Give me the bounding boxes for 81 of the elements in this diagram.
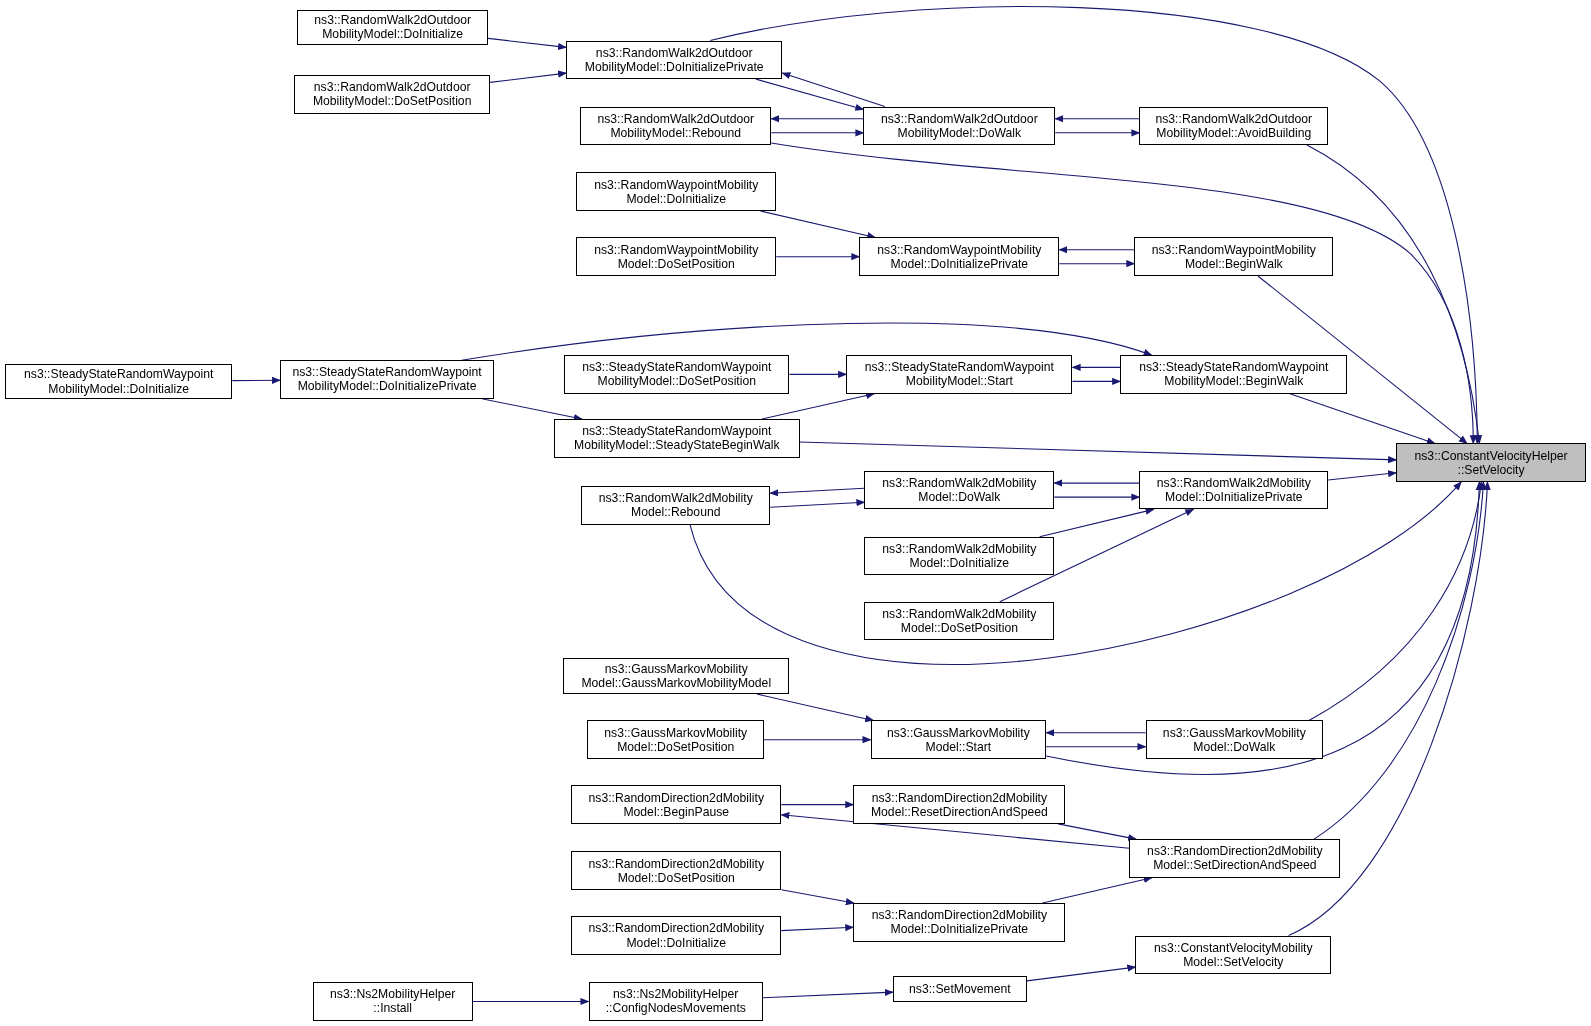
call-arrow [487,37,568,51]
function-box: ns3::Ns2MobilityHelper ::Install [312,982,473,1021]
function-box: ns3::SetMovement [892,976,1027,1003]
function-box: ns3::ConstantVelocityMobility Model::SetVelocity [1135,935,1332,975]
function-box: ns3::SteadyStateRandomWaypoint MobilityModel::BeginWalk [1120,355,1348,394]
function-box: ns3::RandomWaypointMobility Model::DoInitialize [576,172,777,212]
call-arrow [1306,144,1482,445]
function-box: ns3::RandomWalk2dOutdoor MobilityModel::DoSetPosition [294,75,491,114]
call-arrow [1053,493,1141,501]
function-box: ns3::RandomWaypointMobility Model::DoInitializePrivate [859,237,1060,276]
call-arrow [1045,481,1483,776]
call-arrow [1026,964,1137,982]
call-arrow [1071,363,1121,371]
call-arrow [769,487,866,497]
function-box: ns3::RandomWalk2dOutdoor MobilityModel::AvoidBuilding [1139,106,1329,146]
function-box: ns3::RandomDirection2dMobility Model::SetDirectionAndSpeed [1129,839,1341,878]
call-arrow [769,499,866,508]
call-arrow [799,441,1398,464]
call-arrow [755,78,865,111]
function-box: ns3::RandomWalk2dMobility Model::DoInitializePrivate [1139,470,1329,510]
call-arrow [1045,743,1147,751]
function-box: ns3::SteadyStateRandomWaypoint MobilityModel::DoInitialize [5,364,233,399]
call-arrow [1071,377,1122,385]
call-arrow [1058,260,1136,268]
call-arrow [780,924,855,932]
function-box: ns3::RandomWalk2dMobility Model::DoWalk [864,470,1055,510]
function-box: ns3::RandomWalk2dMobility Model::Rebound [581,486,771,525]
call-arrow [1053,479,1140,487]
function-box: ns3::GaussMarkovMobility Model::Start [870,720,1047,759]
function-box: ns3::RandomWalk2dOutdoor MobilityModel::DoInitializePrivate [566,40,783,80]
call-arrow [762,988,894,999]
function-box: ns3::RandomWaypointMobility Model::BeginWalk [1134,237,1334,276]
function-box: ns3::GaussMarkovMobility Model::DoWalk [1145,720,1324,759]
call-arrow [780,801,855,809]
call-arrow [780,811,1130,849]
function-box: ns3::RandomWalk2dOutdoor MobilityModel::DoInitialize [297,10,489,45]
call-arrow [1058,246,1135,254]
call-arrow [788,370,848,378]
function-box: ns3::SteadyStateRandomWaypoint MobilityModel::DoInitializePrivate [280,360,495,399]
call-arrow [1288,481,1491,937]
call-arrow [770,142,1477,445]
function-box: ns3::RandomWalk2dMobility Model::DoInitialize [864,536,1055,576]
call-arrow [770,115,865,123]
call-arrow [1327,470,1398,481]
call-arrow [775,253,861,261]
function-box: ns3::SteadyStateRandomWaypoint MobilityModel::SteadyStateBeginWalk [554,419,800,458]
call-arrow [1045,729,1147,737]
call-arrow [1041,876,1153,904]
function-box: ns3::RandomDirection2dMobility Model::DoInitialize [571,916,782,955]
call-arrow [1289,393,1436,445]
function-box: ns3::RandomDirection2dMobility Model::ResetDirectionAndSpeed [853,785,1066,824]
call-arrow [1308,481,1484,721]
call-arrow [763,736,872,744]
function-box: ns3::Ns2MobilityHelper ::ConfigNodesMovements [588,982,763,1021]
function-box: ns3::GaussMarkovMobility Model::GaussMarkovMobilityModel [563,657,790,694]
function-box: ns3::GaussMarkovMobility Model::DoSetPosition [587,720,765,759]
function-box: ns3::RandomDirection2dMobility Model::DoInitializePrivate [853,903,1066,942]
function-box: ns3::SteadyStateRandomWaypoint MobilityModel::DoSetPosition [564,355,790,394]
function-box: ns3::SteadyStateRandomWaypoint MobilityModel::Start [846,355,1073,394]
function-box: ns3::RandomWaypointMobility Model::DoSetPosition [576,237,777,276]
call-arrow [770,129,865,137]
call-arrow [780,889,855,906]
call-arrow [1257,275,1468,444]
function-box: ns3::RandomDirection2dMobility Model::BeginPause [571,785,782,824]
function-box: ns3::RandomWalk2dOutdoor MobilityModel::DoWalk [863,106,1056,146]
call-arrow [472,997,590,1006]
call-arrow [756,693,875,723]
function-box: ns3::RandomWalk2dMobility Model::DoSetPosition [864,601,1055,641]
call-arrow [709,6,1481,445]
function-box: ns3::ConstantVelocityHelper ::SetVelocity [1396,443,1586,482]
call-arrow [999,508,1195,603]
function-box: ns3::RandomDirection2dMobility Model::DoSetPosition [571,851,782,890]
function-box: ns3::RandomWalk2dOutdoor MobilityModel::Rebound [580,106,772,146]
call-arrow [689,481,1462,665]
call-arrow [781,72,886,108]
call-arrow [1039,507,1155,538]
call-arrow [1054,115,1140,123]
call-arrow [231,376,281,384]
call-arrow [489,70,568,83]
call-arrow [1313,481,1487,840]
call-arrow [1054,129,1141,137]
